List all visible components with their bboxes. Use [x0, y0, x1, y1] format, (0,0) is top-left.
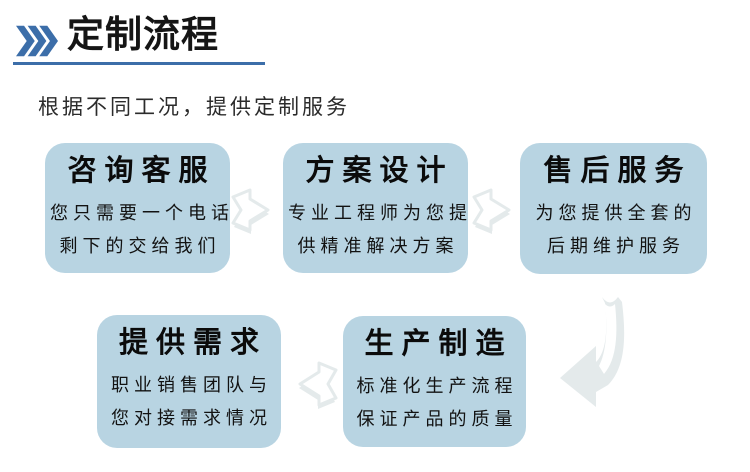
- step-desc-line2: 保证产品的质量: [356, 409, 518, 430]
- arrow-right-icon: [231, 188, 270, 234]
- step-title: 方案设计: [305, 155, 454, 187]
- step-desc-line1: 专业工程师为您提: [288, 203, 472, 224]
- step-desc-line2: 剩下的交给我们: [59, 236, 221, 257]
- step-title: 提供需求: [118, 327, 267, 359]
- arrow-right-icon: [472, 188, 511, 234]
- step-title: 咨询客服: [67, 155, 216, 187]
- subtitle: 根据不同工况，提供定制服务: [38, 96, 350, 119]
- step-desc: 职业销售团队与 您对接需求情况: [97, 369, 281, 435]
- step-desc: 标准化生产流程 保证产品的质量: [343, 370, 526, 436]
- step-title: 生产制造: [364, 328, 513, 360]
- arrow-left-icon: [298, 361, 338, 409]
- step-desc-line2: 供精准解决方案: [297, 236, 459, 257]
- step-desc: 您只需要一个电话 剩下的交给我们: [45, 197, 230, 263]
- step-card-solution-design: 方案设计 专业工程师为您提 供精准解决方案: [283, 143, 468, 273]
- triple-chevron-right-icon: [16, 25, 58, 57]
- arrow-curve-down-left-icon: [560, 297, 625, 407]
- step-card-consult-service: 咨询客服 您只需要一个电话 剩下的交给我们: [45, 143, 230, 273]
- step-card-provide-requirements: 提供需求 职业销售团队与 您对接需求情况: [97, 315, 281, 448]
- step-desc-line2: 后期维护服务: [547, 236, 685, 257]
- step-desc-line1: 您只需要一个电话: [50, 203, 234, 224]
- step-card-after-sales: 售后服务 为您提供全套的 后期维护服务: [520, 143, 707, 274]
- page-title: 定制流程: [67, 14, 219, 55]
- step-desc: 专业工程师为您提 供精准解决方案: [283, 197, 468, 263]
- step-desc: 为您提供全套的 后期维护服务: [520, 197, 707, 263]
- step-card-manufacturing: 生产制造 标准化生产流程 保证产品的质量: [343, 316, 526, 447]
- step-desc-line1: 标准化生产流程: [356, 376, 518, 397]
- step-desc-line1: 为您提供全套的: [535, 203, 697, 224]
- step-desc-line2: 您对接需求情况: [111, 408, 272, 429]
- step-desc-line1: 职业销售团队与: [111, 375, 272, 396]
- step-title: 售后服务: [543, 155, 692, 187]
- title-underline: [13, 62, 265, 65]
